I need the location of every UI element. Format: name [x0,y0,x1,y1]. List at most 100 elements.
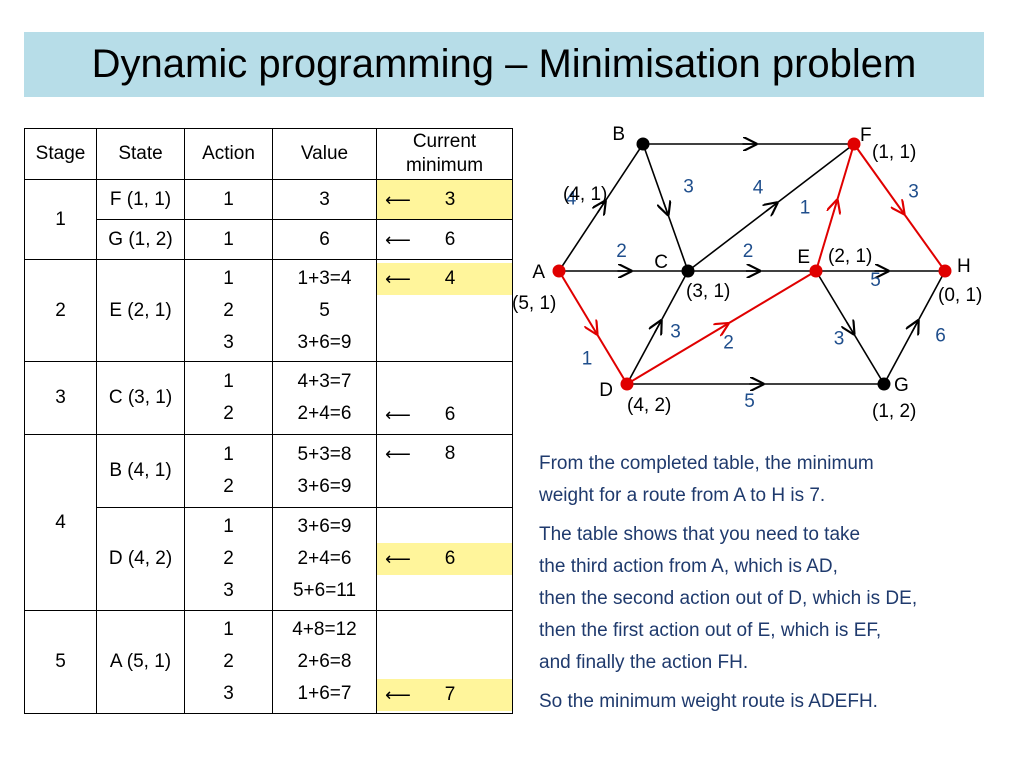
min-entry: ⟵7 [377,679,512,711]
node-state-label: (5, 1) [512,293,556,314]
table-row: 1 F (1, 1) 1 3 ⟵3 [24,179,513,260]
edge-weight: 5 [870,270,881,291]
min-cell: ⟵7 [376,610,513,714]
min-entry: ⟵6 [377,224,512,256]
direction-arrow-icon [896,203,903,213]
action-item: 1 [223,371,234,392]
header-action: Action [184,128,273,180]
node-state-label: (1, 1) [872,142,916,163]
min-value: 3 [444,188,456,210]
dp-table: Stage State Action Value Current minimum… [24,128,513,714]
value-cell: 1+3=4 5 3+6=9 [272,259,377,362]
explanation-line: From the completed table, the minimum [539,453,874,474]
direction-arrow-icon [912,322,918,333]
value-item: 1+3=4 [297,267,352,289]
min-cell: ⟵6 [376,361,513,435]
min-value: 6 [444,404,456,425]
node-label: B [612,124,625,145]
value-item: 2+6=8 [297,651,352,672]
explanation-line: then the first action out of E, which is… [539,620,882,641]
value-item: 5 [319,299,330,321]
node-h [938,264,952,278]
node-state-label: (4, 2) [627,395,671,416]
action-item: 1 [223,516,234,537]
table-row: 3 C (3, 1) 1 2 4+3=7 2+4=6 ⟵6 [24,361,513,435]
header-current-minimum-line2: minimum [405,155,484,176]
min-value: 4 [444,268,456,289]
left-arrow-icon: ⟵ [385,229,411,250]
stage-cell: 3 [24,361,97,435]
left-arrow-icon: ⟵ [385,685,411,705]
value-cell: 3 [272,179,377,220]
node-state-label: (2, 1) [828,246,872,267]
action-item: 3 [223,580,234,601]
value-item: 5+6=11 [292,580,357,601]
state-cell: G (1, 2) [96,219,185,260]
node-label: E [797,247,810,268]
direction-arrow-icon [655,322,661,333]
table-row: G (1, 2) 1 6 ⟵6 [25,219,513,260]
edge-weight: 2 [743,241,754,262]
action-item: 3 [223,683,234,704]
min-entry: ⟵8 [377,438,512,470]
min-cell: ⟵6 [376,507,513,611]
direction-arrow-icon [598,202,605,212]
edge-weight: 3 [683,177,694,198]
direction-arrow-icon [663,202,667,213]
table-row: 4 B (4, 1) 1 2 5+3=8 3+6=9 ⟵8 [24,434,513,611]
node-state-label: (4, 1) [563,184,607,205]
explanation-paragraph-2: The table shows that you need to take th… [539,519,1019,679]
node-e [809,264,823,278]
min-entry: ⟵6 [377,399,512,431]
min-value: 6 [444,548,456,569]
action-item: 2 [223,651,234,672]
value-item: 3+6=9 [297,476,352,497]
stage-cell: 2 [24,259,97,362]
min-cell: ⟵6 [376,219,513,260]
value-cell: 5+3=8 3+6=9 [272,434,377,508]
direction-arrow-icon [847,322,853,332]
node-state-label: (0, 1) [938,285,982,306]
action-item: 2 [223,548,234,569]
edge-weight: 2 [723,333,734,354]
header-state: State [96,128,185,180]
left-arrow-icon: ⟵ [385,405,411,425]
min-entry: ⟵4 [377,263,512,295]
action-item: 2 [223,403,234,424]
node-a [552,264,566,278]
node-label: A [532,262,545,283]
action-item: 3 [223,331,234,353]
value-cell: 4+8=12 2+6=8 1+6=7 [272,610,377,714]
edge-weight: 3 [670,322,681,343]
action-item: 2 [223,476,234,497]
explanation-line: and finally the action FH. [539,652,749,673]
node-label: C [654,252,668,273]
edge-weight: 4 [753,178,764,199]
state-cell: D (4, 2) [96,507,185,611]
value-item: 3+6=9 [297,516,352,537]
table-row: 2 E (2, 1) 1 2 3 1+3=4 5 3+6=9 ⟵4 [24,259,513,362]
table-row: 5 A (5, 1) 1 2 3 4+8=12 2+6=8 1+6=7 ⟵7 [24,610,513,714]
min-entry: ⟵6 [377,543,512,575]
left-arrow-icon: ⟵ [385,444,411,464]
state-cell: F (1, 1) [96,179,185,220]
state-cell: B (4, 1) [96,434,185,508]
left-arrow-icon: ⟵ [385,549,411,569]
explanation-line: weight for a route from A to H is 7. [539,485,826,506]
value-item: 4+8=12 [292,619,357,640]
node-c [681,264,695,278]
direction-arrow-icon [590,322,596,332]
min-cell: ⟵4 [376,259,513,362]
value-cell: 3+6=9 2+4=6 5+6=11 [272,507,377,611]
value-item: 2+4=6 [297,403,352,424]
action-cell: 1 2 3 [184,507,273,611]
table-header-row: Stage State Action Value Current minimum [24,128,513,180]
action-cell: 1 2 3 [184,610,273,714]
explanation-line: So the minimum weight route is ADEFH. [539,691,878,712]
node-state-label: (3, 1) [686,281,730,302]
direction-arrow-icon [833,202,836,213]
edge-weight: 5 [744,391,755,412]
action-item: 2 [223,299,234,321]
value-item: 4+3=7 [297,371,352,392]
node-f [847,137,861,151]
